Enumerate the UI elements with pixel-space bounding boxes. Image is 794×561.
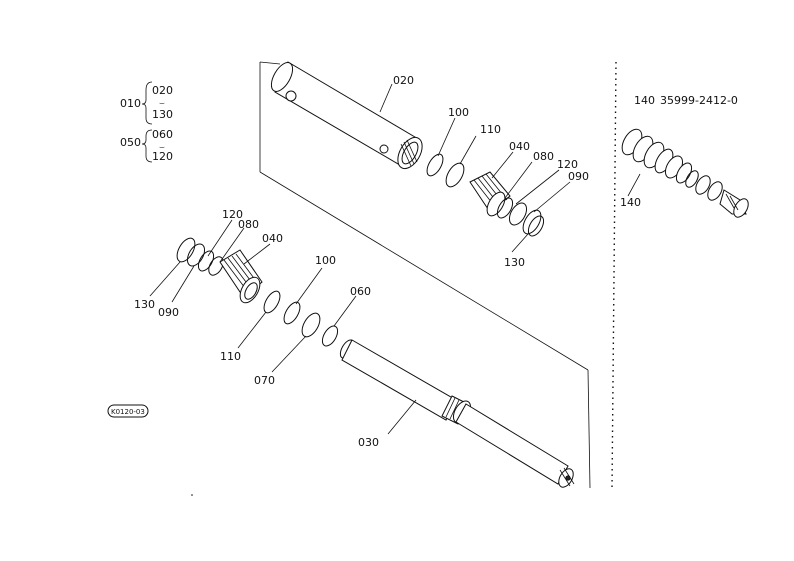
- part-120-left-ring[interactable]: [195, 248, 216, 273]
- legend-brace-050: [141, 129, 153, 163]
- part-110-top-ring[interactable]: [442, 160, 467, 190]
- part-110-left-ring[interactable]: [261, 289, 283, 316]
- part-040-left-gland[interactable]: [219, 249, 264, 306]
- drawing-id-text[interactable]: K0120-03: [111, 408, 145, 416]
- part-070-ring[interactable]: [298, 310, 323, 340]
- callout-060[interactable]: 060: [350, 285, 371, 298]
- legend-connector-050: ⌣: [159, 143, 165, 153]
- legend-050[interactable]: 050: [120, 136, 141, 149]
- legend-120[interactable]: 120: [152, 150, 173, 163]
- callout-130-left[interactable]: 130: [134, 298, 155, 311]
- legend-brace-010: [141, 81, 153, 125]
- legend-connector-010: ⌣: [159, 99, 165, 109]
- part-120-top-ring[interactable]: [506, 200, 530, 228]
- port-fitting-icon: [285, 90, 297, 102]
- callout-110-top[interactable]: 110: [480, 123, 501, 136]
- part-100-top-ring[interactable]: [424, 152, 446, 179]
- callout-090-top[interactable]: 090: [568, 170, 589, 183]
- part-100-mid-ring[interactable]: [281, 300, 303, 327]
- legend-010[interactable]: 010: [120, 97, 141, 110]
- kit-part-number[interactable]: 35999-2412-0: [660, 94, 738, 107]
- part-090-left-ring[interactable]: [184, 241, 208, 269]
- leader-140: [627, 173, 641, 197]
- callout-120-left[interactable]: 120: [222, 208, 243, 221]
- callout-140[interactable]: 140: [620, 196, 641, 209]
- callout-030[interactable]: 030: [358, 436, 379, 449]
- callout-120-top[interactable]: 120: [557, 158, 578, 171]
- left-leaders: [149, 219, 357, 373]
- part-090-top-ring[interactable]: [519, 207, 544, 237]
- part-130-top-ring[interactable]: [525, 213, 546, 238]
- part-060-ring[interactable]: [319, 323, 340, 348]
- port-fitting-icon: [379, 144, 389, 154]
- callout-080-left[interactable]: 080: [238, 218, 259, 231]
- part-080-left-ring[interactable]: [206, 254, 226, 277]
- part-130-left-ring[interactable]: [173, 235, 198, 265]
- top-leaders: [379, 83, 571, 253]
- assembly-legend: 010 020 ⌣ 130 050 060 ⌣ 120: [120, 81, 173, 163]
- rod-end-icon: [565, 475, 571, 481]
- callout-090-left[interactable]: 090: [158, 306, 179, 319]
- callout-040-left[interactable]: 040: [262, 232, 283, 245]
- kit-number[interactable]: 140: [634, 94, 655, 107]
- seal-kit-140[interactable]: [618, 126, 751, 220]
- assembly-frame: [259, 61, 591, 489]
- cylinder-tube-020[interactable]: [267, 59, 427, 173]
- legend-130[interactable]: 130: [152, 108, 173, 121]
- section-divider: [611, 61, 617, 489]
- callout-110-left[interactable]: 110: [220, 350, 241, 363]
- callout-040-top[interactable]: 040: [509, 140, 530, 153]
- callout-070[interactable]: 070: [254, 374, 275, 387]
- legend-060[interactable]: 060: [152, 128, 173, 141]
- callout-130-top[interactable]: 130: [504, 256, 525, 269]
- part-080-top-ring[interactable]: [494, 195, 515, 220]
- piston-rod-030[interactable]: [338, 338, 577, 490]
- part-040-top-gland[interactable]: [469, 171, 511, 219]
- callout-080-top[interactable]: 080: [533, 150, 554, 163]
- callout-100-top[interactable]: 100: [448, 106, 469, 119]
- leader-030: [387, 399, 417, 435]
- drawing-id-badge: K0120-03: [107, 404, 149, 418]
- legend-020[interactable]: 020: [152, 84, 173, 97]
- stray-dot: [191, 494, 193, 496]
- callout-100-mid[interactable]: 100: [315, 254, 336, 267]
- callout-020[interactable]: 020: [393, 74, 414, 87]
